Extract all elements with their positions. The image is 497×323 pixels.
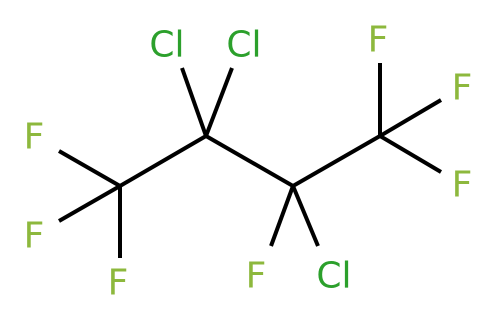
atom-fluorine-c4-top: F <box>368 20 389 61</box>
bond-c3-cl <box>291 185 320 247</box>
bond-c4-f-low <box>378 134 443 174</box>
atom-fluorine-c1-mid: F <box>24 216 45 257</box>
atom-chlorine-c2-left: Cl <box>149 25 184 66</box>
atom-fluorine-c1-top: F <box>24 117 45 158</box>
bond-c2-cl-left <box>180 67 208 137</box>
bond-c4-f-mid <box>378 98 443 138</box>
atom-fluorine-c4-low: F <box>452 165 473 206</box>
bond-c3-f <box>269 185 295 247</box>
bond-c1-f-mid <box>58 184 121 223</box>
bond-c1-c2 <box>118 134 208 188</box>
bond-c2-c3 <box>205 134 294 188</box>
bond-c1-f-top <box>58 149 121 188</box>
bond-c3-c4 <box>292 134 381 188</box>
atom-chlorine-c3: Cl <box>316 256 351 297</box>
bond-c2-cl-right <box>204 67 234 137</box>
atom-fluorine-c3: F <box>246 256 267 297</box>
atom-fluorine-c1-low: F <box>108 263 129 304</box>
atom-fluorine-c4-mid: F <box>452 68 473 109</box>
atom-chlorine-c2-right: Cl <box>226 25 261 66</box>
